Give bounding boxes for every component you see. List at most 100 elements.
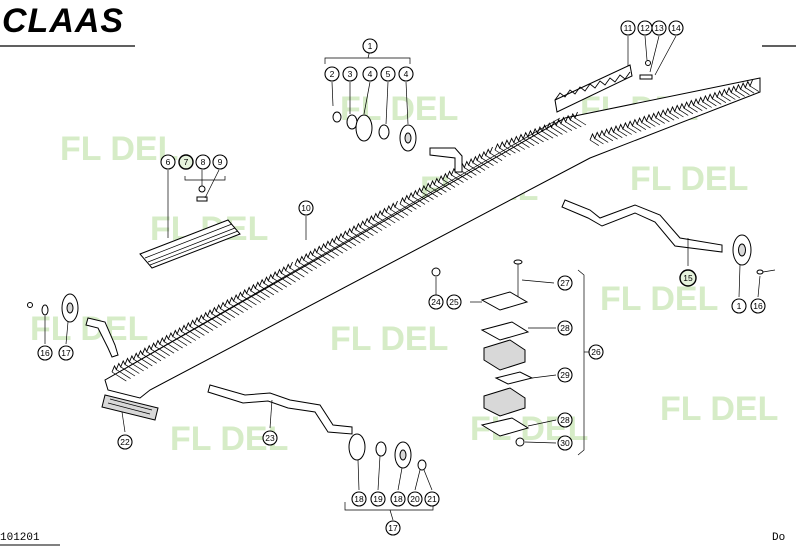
lamella-strip-11	[554, 64, 633, 113]
callout-18[interactable]: 18	[351, 491, 367, 507]
callout-1[interactable]: 1	[362, 38, 378, 54]
callout-12[interactable]: 12	[637, 20, 653, 36]
brand-logo: CLAAS	[2, 2, 124, 40]
svg-text:19: 19	[373, 494, 383, 504]
svg-text:3: 3	[348, 69, 353, 79]
svg-text:13: 13	[654, 23, 664, 33]
callout-25[interactable]: 25	[446, 294, 462, 310]
leader-lines	[44, 35, 761, 491]
callout-4[interactable]: 4	[362, 66, 378, 82]
bracket-stack	[480, 291, 534, 447]
sieve-plate-6	[139, 219, 241, 269]
callout-30[interactable]: 30	[557, 435, 573, 451]
callout-29[interactable]: 29	[557, 367, 573, 383]
svg-text:23: 23	[265, 433, 275, 443]
callout-4[interactable]: 4	[398, 66, 414, 82]
callout-1[interactable]: 1	[731, 298, 747, 314]
sieve-section	[111, 261, 305, 382]
callout-20[interactable]: 20	[407, 491, 423, 507]
svg-text:17: 17	[61, 348, 71, 358]
watermark-text: FL DEL	[60, 130, 178, 168]
callout-11[interactable]: 11	[620, 20, 636, 36]
grid-plate-22	[101, 394, 159, 421]
bearing-set-bottom	[348, 433, 427, 471]
svg-text:16: 16	[40, 348, 50, 358]
svg-text:4: 4	[368, 69, 373, 79]
sieve-section	[589, 79, 759, 146]
corner-text: Do	[772, 532, 785, 544]
svg-text:27: 27	[560, 278, 570, 288]
callout-28[interactable]: 28	[557, 320, 573, 336]
svg-text:9: 9	[218, 157, 223, 167]
callout-6[interactable]: 6	[160, 154, 176, 170]
svg-text:4: 4	[404, 69, 409, 79]
callout-22[interactable]: 22	[117, 434, 133, 450]
callout-17[interactable]: 17	[385, 520, 401, 536]
drawing-number: 101201	[0, 532, 40, 544]
callout-18[interactable]: 18	[390, 491, 406, 507]
svg-text:28: 28	[560, 323, 570, 333]
svg-text:15: 15	[683, 273, 693, 283]
hardware-pins	[196, 60, 653, 300]
svg-text:22: 22	[120, 437, 130, 447]
watermark-text: FL DEL	[330, 320, 448, 358]
callout-7[interactable]: 7	[178, 154, 194, 170]
watermark-text: FL DEL	[600, 280, 718, 318]
callout-15[interactable]: 15	[679, 269, 697, 287]
group-bracket-7-9	[184, 176, 226, 181]
svg-text:5: 5	[386, 69, 391, 79]
callout-8[interactable]: 8	[195, 154, 211, 170]
svg-text:14: 14	[671, 23, 681, 33]
svg-text:25: 25	[449, 297, 459, 307]
callout-24[interactable]: 24	[428, 294, 444, 310]
sieve-section	[494, 111, 587, 158]
callout-13[interactable]: 13	[651, 20, 667, 36]
bearing-flange-left	[27, 293, 79, 323]
callout-19[interactable]: 19	[370, 491, 386, 507]
callout-23[interactable]: 23	[262, 430, 278, 446]
callout-26[interactable]: 26	[588, 344, 604, 360]
svg-text:1: 1	[737, 301, 742, 311]
watermark-text: FL DEL	[30, 310, 148, 348]
crank-shaft-15	[429, 147, 723, 253]
svg-text:18: 18	[393, 494, 403, 504]
callout-10[interactable]: 10	[298, 200, 314, 216]
bearing-flange-right	[732, 234, 776, 275]
svg-text:21: 21	[427, 494, 437, 504]
watermark-text: FL DEL	[660, 390, 778, 428]
bearing-set-top	[332, 111, 417, 152]
callout-21[interactable]: 21	[424, 491, 440, 507]
svg-text:24: 24	[431, 297, 441, 307]
svg-text:11: 11	[624, 23, 633, 33]
callout-16[interactable]: 16	[37, 345, 53, 361]
svg-text:12: 12	[640, 23, 650, 33]
callout-14[interactable]: 14	[668, 20, 684, 36]
svg-text:6: 6	[166, 157, 171, 167]
callout-28[interactable]: 28	[557, 412, 573, 428]
svg-text:29: 29	[560, 370, 570, 380]
callout-5[interactable]: 5	[380, 66, 396, 82]
callout-16[interactable]: 16	[750, 298, 766, 314]
sieve-section	[399, 146, 503, 212]
callout-group: 1 2 3 4 5 4 11 12 13 14 6 7 8 9 10 24 25…	[37, 20, 766, 536]
svg-text:10: 10	[301, 203, 311, 213]
sieve-lamellae	[111, 79, 759, 382]
svg-text:18: 18	[354, 494, 364, 504]
svg-text:8: 8	[201, 157, 206, 167]
svg-text:7: 7	[184, 157, 189, 167]
callout-3[interactable]: 3	[342, 66, 358, 82]
callout-2[interactable]: 2	[324, 66, 340, 82]
callout-17[interactable]: 17	[58, 345, 74, 361]
svg-text:1: 1	[368, 41, 373, 51]
svg-text:26: 26	[591, 347, 601, 357]
svg-text:28: 28	[560, 415, 570, 425]
svg-text:20: 20	[410, 494, 420, 504]
callout-27[interactable]: 27	[557, 275, 573, 291]
watermark-text: FL DEL	[630, 160, 748, 198]
svg-text:17: 17	[388, 523, 398, 533]
sieve-section	[294, 200, 409, 274]
crank-shaft-23	[85, 317, 353, 435]
callout-9[interactable]: 9	[212, 154, 228, 170]
svg-text:2: 2	[330, 69, 335, 79]
